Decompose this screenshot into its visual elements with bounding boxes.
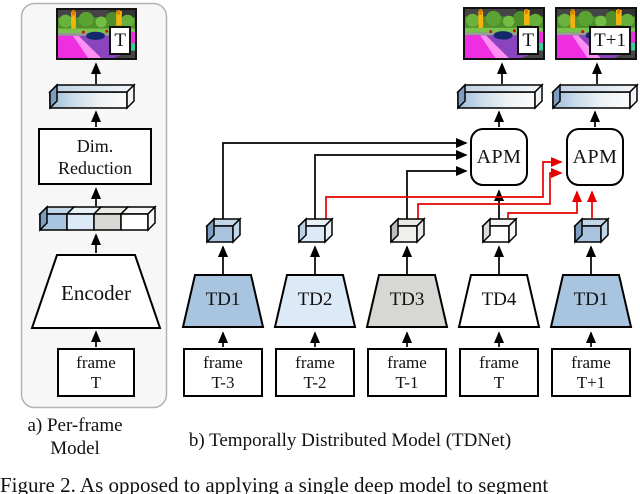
frame-box-t-3: frame T-3 — [183, 348, 263, 397]
image-time-label: T — [109, 26, 131, 55]
td3-trapezoid — [365, 274, 449, 328]
sub-feature-cube-1 — [205, 217, 242, 244]
frame-word: frame — [571, 352, 611, 372]
td4-trapezoid — [457, 274, 541, 328]
segmentation-output-a: T — [56, 8, 137, 60]
frame-word: frame — [76, 352, 116, 372]
encoder-label: Encoder — [61, 281, 131, 305]
td-label-3: TD3 — [389, 289, 425, 310]
dim-reduction-line2: Reduction — [58, 157, 132, 178]
frame-box-t-1: frame T-1 — [367, 348, 447, 397]
frame-box-a: frame T — [57, 348, 135, 397]
frame-time: T-1 — [395, 372, 419, 392]
caption-panel-b: b) Temporally Distributed Model (TDNet) — [188, 430, 512, 451]
frame-box-t-2: frame T-2 — [275, 348, 355, 397]
frame-word: frame — [295, 352, 335, 372]
connector-cube2-apm1 — [314, 149, 468, 219]
panel-a-container — [20, 2, 168, 409]
segmentation-output-t: T — [463, 7, 545, 60]
apm-box-1: APM — [470, 128, 528, 186]
image-time-label: T — [517, 26, 539, 55]
frame-time: T-2 — [303, 372, 327, 392]
sub-feature-cube-2 — [297, 217, 334, 244]
red-connector-cube3-apm2 — [417, 167, 563, 220]
connector-cube1-apm1 — [222, 137, 468, 219]
frame-word: frame — [203, 352, 243, 372]
feature-bar-t — [456, 83, 544, 110]
image-time-label: T+1 — [589, 26, 631, 55]
red-connector-cube4-apm2 — [507, 190, 583, 218]
td2-trapezoid — [273, 274, 357, 328]
td-label-1: TD1 — [205, 289, 241, 310]
feature-bar-a — [48, 83, 136, 110]
panel-b-black-connectors — [217, 62, 603, 347]
frame-word: frame — [387, 352, 427, 372]
caption-panel-a-line1: a) Per-frame — [27, 415, 123, 436]
segmentation-output-t1: T+1 — [555, 7, 637, 60]
frame-time: T — [90, 372, 102, 392]
encoder-trapezoid — [30, 254, 162, 329]
frame-time: T — [493, 372, 505, 392]
td-label-4: TD4 — [481, 289, 517, 310]
frame-box-t1: frame T+1 — [551, 348, 631, 397]
feature-bar-t1 — [551, 83, 639, 110]
red-connector-cube2-apm2 — [325, 156, 563, 220]
frame-time: T-3 — [211, 372, 235, 392]
diagram-canvas — [20, 2, 639, 409]
grouped-feature-bar — [38, 205, 157, 232]
dim-reduction-box: Dim. Reduction — [38, 128, 152, 185]
sub-feature-cube-5 — [573, 217, 610, 244]
caption-panel-a-line2: Model — [50, 438, 100, 459]
caption-panel-a: a) Per-frame Model — [0, 414, 150, 460]
panel-b-red-connectors — [325, 156, 598, 220]
td-label-2: TD2 — [297, 289, 333, 310]
frame-box-t: frame T — [459, 348, 539, 397]
connector-cube3-apm1 — [406, 165, 468, 219]
sub-feature-cube-4 — [481, 217, 518, 244]
td-label-5: TD1 — [573, 289, 609, 310]
td5-trapezoid — [549, 274, 633, 328]
frame-word: frame — [479, 352, 519, 372]
apm-box-2: APM — [566, 128, 624, 186]
dim-reduction-line1: Dim. — [76, 135, 114, 156]
sub-feature-cube-3 — [389, 217, 426, 244]
frame-time: T+1 — [576, 372, 606, 392]
td1-trapezoid — [181, 274, 265, 328]
figure-caption: Figure 2. As opposed to applying a singl… — [0, 473, 549, 494]
